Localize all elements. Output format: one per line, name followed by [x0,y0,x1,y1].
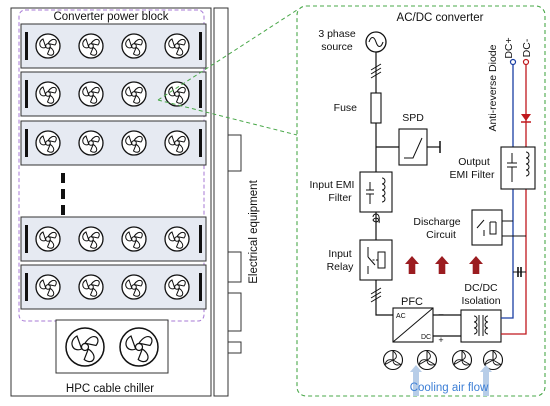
fan-icon [164,274,190,300]
fan-icon [416,349,438,371]
fan-icon [35,130,61,156]
inductor-icon [381,177,386,203]
power-block: Converter power block [10,7,212,397]
module-row-4 [20,216,207,262]
fan-icon [121,81,147,107]
fan-icon [164,33,190,59]
electrical-equipment: Electrical equipment [213,7,260,397]
pfc-dc: DC [421,334,431,341]
airflow-label: Cooling air flow [410,382,489,394]
fan-icon [78,130,104,156]
fan-icon [164,130,190,156]
fan-icon [121,130,147,156]
fan-icon [121,33,147,59]
fan-icon [121,274,147,300]
fuse-label: Fuse [334,102,358,114]
source-label-line2: source [321,41,353,53]
fan-icon [65,327,105,367]
pfc-plus: + [438,335,443,345]
fan-icon [164,226,190,252]
dcdc-label-line1: DC/DC [464,282,498,294]
pfc-ac: AC [396,313,406,320]
fan-icon [35,226,61,252]
chiller-title: HPC cable chiller [66,383,154,395]
input-relay-label-line2: Relay [327,261,355,273]
capacitor-icon [366,182,374,204]
fan-icon [78,226,104,252]
module-row-2 [20,71,207,117]
output-emi-label-line1: Output [458,156,490,168]
fan-icon [78,81,104,107]
input-emi-filter [359,171,393,213]
fan-icon [78,274,104,300]
spd [398,128,428,166]
converter-title: AC/DC converter [397,12,484,24]
fuse [370,92,382,124]
fan-icon [119,327,159,367]
airflow-arrows [410,365,492,396]
discharge-label-line2: Circuit [426,229,456,241]
diode-label: Anti-reverse Diode [487,44,499,131]
discharge-label-line1: Discharge [413,216,460,228]
module-row-1 [20,23,207,69]
module-row-5 [20,264,207,310]
dc-plus-label: DC+ [503,37,515,58]
fan-icon [382,349,404,371]
fan-icon [35,274,61,300]
ellipsis-dashes [61,173,65,215]
electrical-label: Electrical equipment [248,179,260,283]
ac-source-icon [365,31,387,53]
dc-minus-label: DC- [521,38,533,57]
cable-chiller [55,319,169,374]
fan-icon [35,81,61,107]
switch-icon [367,247,386,274]
fan-icon [35,33,61,59]
transformer-icon [473,315,489,336]
dcdc-label-line2: Isolation [461,295,500,307]
input-relay-label-line1: Input [328,248,351,260]
diode-icon [521,114,531,123]
module-row-3 [20,120,207,166]
power-block-title: Converter power block [53,11,168,23]
fan-icon [451,349,473,371]
zoom-connector [157,9,298,136]
discharge-circuit [471,209,503,246]
source-label-line1: 3 phase [318,28,356,40]
converter-outline [296,5,546,397]
pfc-label: PFC [401,296,423,308]
fan-icon [78,33,104,59]
output-emi-label-line2: EMI Filter [450,169,495,181]
spd-label: SPD [402,112,424,124]
input-emi-label-line1: Input EMI [310,179,355,191]
input-emi-label-line2: Filter [328,192,352,204]
fan-icon [121,226,147,252]
acdc-converter: AC/DC converter 3 phase source Fuse SPD … [296,5,546,397]
dcdc-block [460,309,502,343]
output-emi-filter [500,146,536,190]
